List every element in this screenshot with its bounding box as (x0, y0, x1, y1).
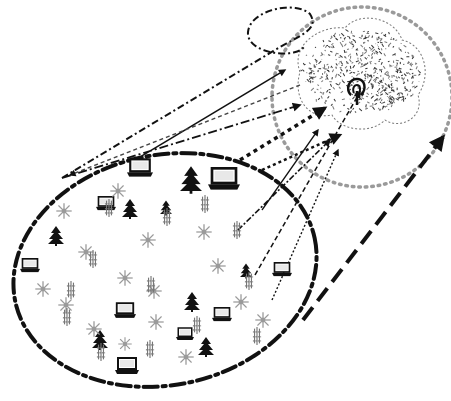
sensor-bar-icon (147, 276, 155, 294)
sensor-star-icon (111, 184, 125, 198)
laptop-icon (127, 159, 153, 176)
sensor-bar-icon (245, 272, 253, 290)
sensor-bar-icon (63, 308, 71, 326)
tree-icon (48, 226, 64, 246)
laptop-icon (208, 168, 240, 189)
tree-icon (122, 199, 138, 219)
tree-icon (184, 292, 200, 312)
laptop-icon (212, 308, 232, 321)
sensor-star-icon (197, 225, 211, 239)
sensor-bar-icon (97, 343, 105, 361)
sensor-star-icon (57, 204, 71, 218)
tree-icon (180, 166, 202, 194)
field-elements (20, 159, 292, 374)
arrow-ground-to-cloud-1 (62, 105, 300, 178)
sensor-star-icon (87, 322, 101, 336)
sensor-star-icon (234, 295, 248, 309)
sensor-star-icon (211, 259, 225, 273)
sensor-star-icon (118, 271, 132, 285)
diagonal-arrow-1 (255, 92, 360, 275)
sensor-bar-icon (89, 250, 97, 268)
sensor-bar-icon (67, 281, 75, 299)
tree-icon (198, 337, 214, 357)
sensor-star-icon (59, 298, 73, 312)
sensor-star-icon (256, 313, 270, 327)
sensor-star-icon (179, 350, 193, 364)
sensor-bar-icon (193, 316, 201, 334)
cloud-icon (301, 30, 421, 114)
sensor-bar-icon (105, 199, 113, 217)
large-dashed-arrow (303, 137, 443, 320)
laptop-icon (114, 303, 136, 318)
sensor-bar-icon (146, 340, 154, 358)
sensor-star-icon (149, 315, 163, 329)
short-dotted-arrow-1 (240, 108, 325, 160)
ground-region-ellipse (0, 126, 339, 397)
sensor-bar-icon (233, 221, 241, 239)
sensor-bar-icon (201, 195, 209, 213)
laptop-icon (176, 328, 194, 340)
sensor-bar-icon (163, 208, 171, 226)
sensor-bar-icon (253, 327, 261, 345)
sensor-star-icon (119, 338, 132, 351)
antenna-icon (348, 79, 364, 105)
laptop-icon (115, 358, 139, 374)
laptop-icon (272, 263, 292, 276)
sensor-star-icon (141, 233, 155, 247)
sensor-star-icon (36, 282, 50, 296)
laptop-icon (20, 259, 40, 272)
diagonal-arrow-2 (272, 150, 338, 300)
